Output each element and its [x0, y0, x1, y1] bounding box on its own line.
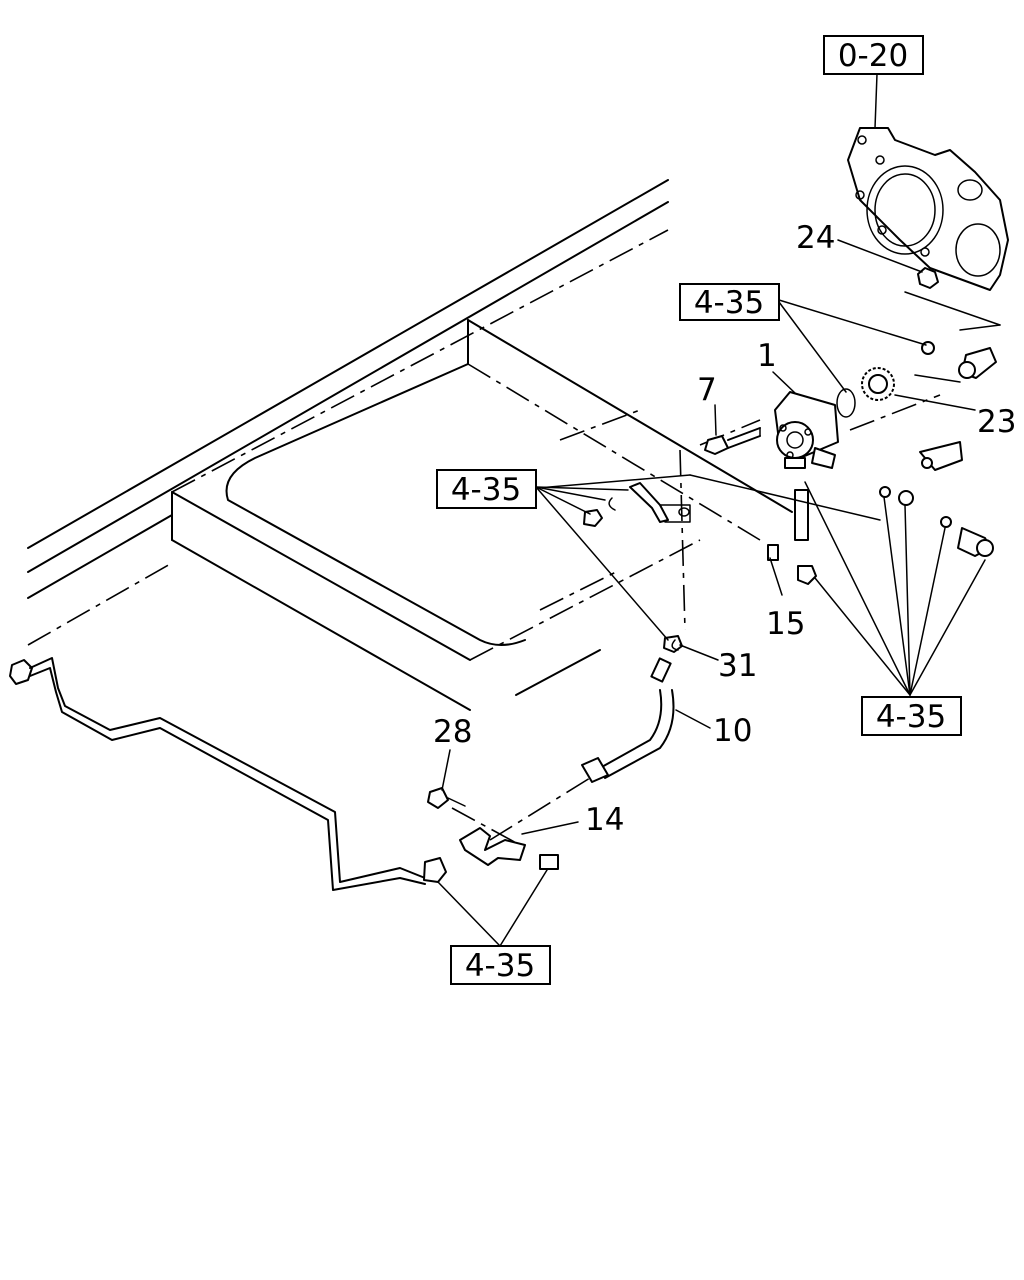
valve-assembly: [704, 391, 839, 469]
reference-label: 4-35: [465, 948, 535, 984]
reference-box-4-35-right: 4-35: [861, 696, 962, 736]
gear-assembly: [836, 267, 1001, 418]
reference-box-4-35-bottom: 4-35: [450, 945, 551, 985]
flexible-hose: [581, 657, 675, 783]
callout-28: 28: [433, 714, 472, 750]
flywheel-housing: [847, 127, 1009, 291]
bracket-hardware: [583, 441, 994, 653]
reference-label: 4-35: [876, 699, 946, 735]
callout-labels: 24 1 7 23 15 31 10 28 14: [433, 220, 1016, 838]
callout-23: 23: [977, 404, 1016, 440]
reference-label: 0-20: [838, 38, 908, 74]
reference-label: 4-35: [451, 472, 521, 508]
callout-1: 1: [757, 338, 777, 374]
callout-7: 7: [697, 372, 717, 408]
leader-lines: [437, 73, 986, 947]
hose-clamp: [427, 787, 559, 870]
callout-31: 31: [718, 648, 757, 684]
reference-label: 4-35: [694, 285, 764, 321]
reference-box-4-35-top: 4-35: [679, 283, 780, 321]
callout-24: 24: [796, 220, 835, 256]
reference-box-4-35-left: 4-35: [436, 469, 537, 509]
callout-10: 10: [713, 713, 752, 749]
pipe-line: [9, 657, 447, 891]
reference-box-0-20: 0-20: [823, 35, 924, 75]
callout-15: 15: [766, 606, 805, 642]
callout-14: 14: [585, 802, 624, 838]
